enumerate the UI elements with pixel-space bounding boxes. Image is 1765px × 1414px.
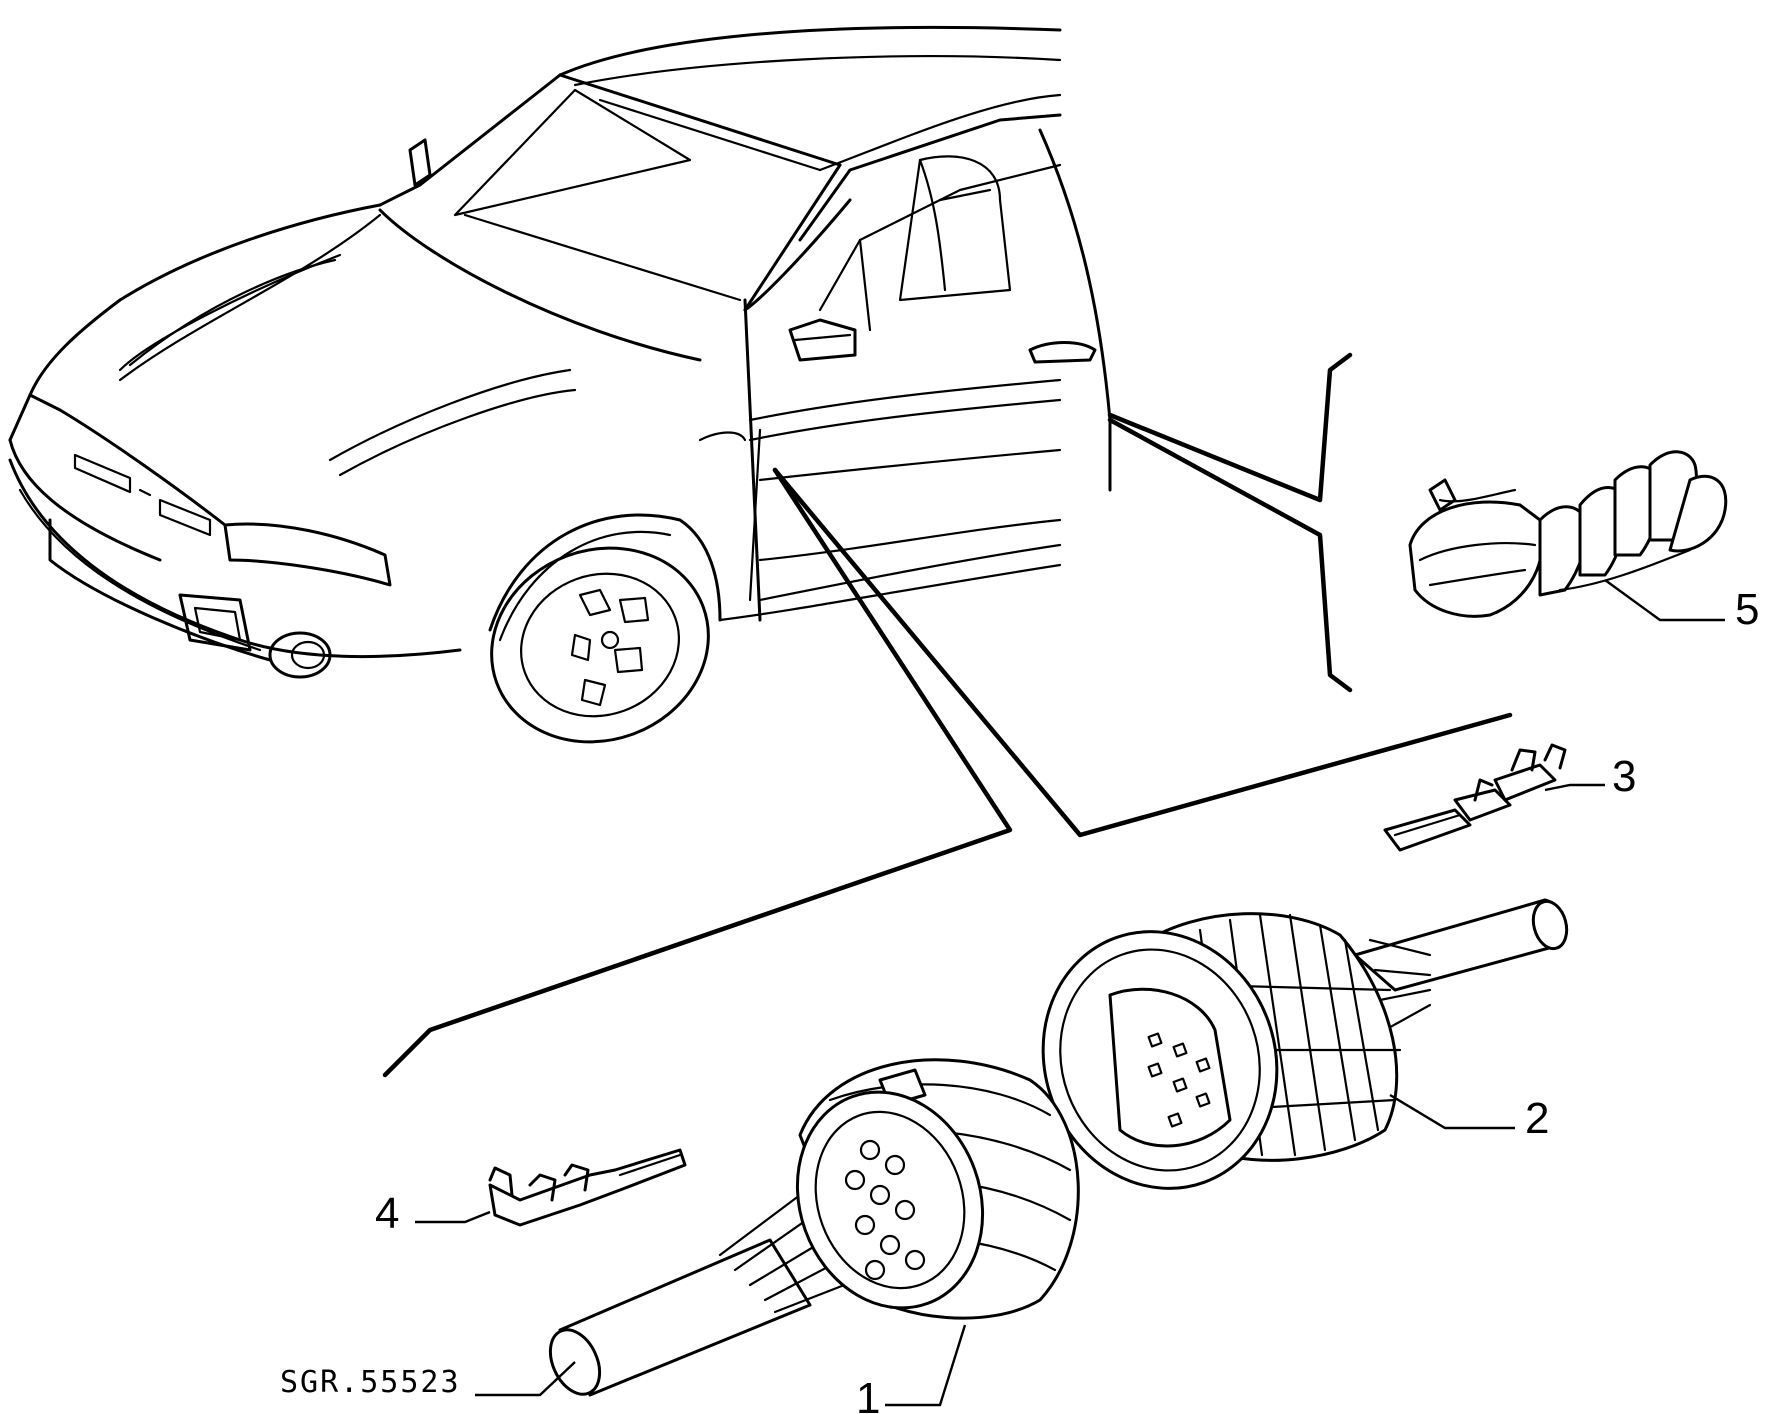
leader-4 <box>415 1210 491 1224</box>
part-4-male-terminal <box>488 1148 687 1227</box>
callout-leaders <box>415 579 1725 1407</box>
leader-5 <box>1604 579 1725 622</box>
leader-ref <box>475 1361 576 1397</box>
assembly-lines <box>382 352 1513 1078</box>
leader-3 <box>1544 783 1605 792</box>
leader-1 <box>885 1324 967 1407</box>
part-5-grommet <box>1408 450 1728 618</box>
callout-4: 4 <box>375 1189 400 1238</box>
part-1-plug-connector <box>548 1058 1080 1397</box>
reference-code: SGR.55523 <box>280 1365 461 1400</box>
car-illustration <box>8 25 1112 744</box>
callout-3: 3 <box>1612 752 1637 801</box>
part-2-socket-connector <box>1041 898 1569 1190</box>
leader-2 <box>1389 1093 1515 1130</box>
part-3-female-terminal <box>1383 743 1567 852</box>
callout-1: 1 <box>856 1374 881 1414</box>
callout-2: 2 <box>1525 1094 1550 1143</box>
callout-5: 5 <box>1735 585 1760 634</box>
